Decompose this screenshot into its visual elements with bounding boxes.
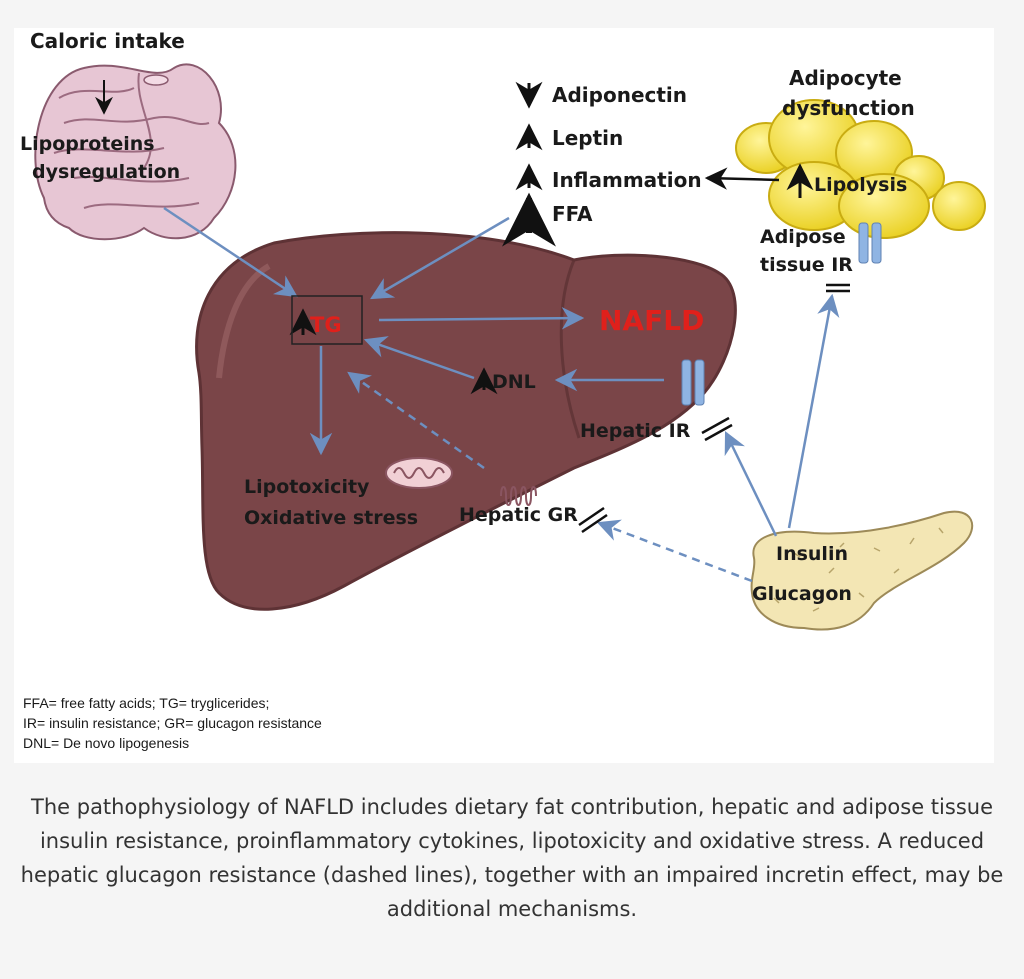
resistance-mark-adipose-ir: [826, 283, 850, 293]
label-hepatic-gr: Hepatic GR: [459, 504, 578, 526]
tg-box: [291, 295, 363, 345]
liver-illustration: [195, 231, 737, 611]
nafld-diagram: Caloric intake Lipoproteins dysregulatio…: [20, 29, 986, 751]
resistance-mark-hepatic-ir: [701, 416, 733, 442]
label-oxidative-stress: Oxidative stress: [244, 507, 418, 529]
label-adipocyte-line1: Adipocyte: [789, 66, 902, 90]
label-ffa: FFA: [552, 202, 593, 226]
label-nafld: NAFLD: [599, 304, 704, 337]
mitochondrion-icon: [385, 457, 453, 489]
legend-line-1: FFA= free fatty acids; TG= tryglicerides…: [23, 695, 269, 711]
figure-caption: The pathophysiology of NAFLD includes di…: [20, 795, 1004, 921]
change-indicators: [289, 81, 814, 395]
arrow-ffa-to-tg: [370, 216, 510, 300]
glucagon-receptor-icon: [500, 486, 537, 506]
dashed-arrow-glucagon-to-gr: [596, 519, 753, 583]
intestine-illustration: [34, 63, 237, 241]
receptor-icon: [681, 359, 705, 406]
arrow-tg-to-nafld: [378, 306, 585, 330]
pancreas-illustration: [750, 510, 974, 631]
solid-arrows: [95, 80, 840, 537]
label-insulin: Insulin: [776, 543, 848, 565]
arrow-lipoproteins-to-tg: [163, 206, 298, 298]
arrow-pancreas-to-adipose-ir: [787, 293, 840, 529]
resistance-mark-hepatic-gr: [578, 506, 608, 534]
legend-line-2: IR= insulin resistance; GR= glucagon res…: [23, 715, 322, 731]
label-inflammation: Inflammation: [552, 168, 702, 192]
label-adipose-ir-line2: tissue IR: [760, 254, 853, 276]
resistance-marks: [578, 283, 850, 534]
legend-line-3: DNL= De novo lipogenesis: [23, 735, 189, 751]
arrow-lipolysis-to-inflammation: [704, 167, 780, 190]
label-lipolysis: Lipolysis: [814, 174, 907, 196]
label-adiponectin: Adiponectin: [552, 83, 687, 107]
label-lipoproteins-line2: dysregulation: [32, 161, 180, 183]
arrow-dnl-to-tg: [363, 336, 475, 380]
arrow-pancreas-to-hepatic-ir: [724, 430, 778, 537]
label-caloric-intake: Caloric intake: [30, 29, 185, 53]
label-lipoproteins-line1: Lipoproteins: [20, 133, 155, 155]
label-adipose-ir-line1: Adipose: [760, 226, 846, 248]
adipocytes-illustration: [735, 99, 986, 239]
label-glucagon: Glucagon: [752, 583, 852, 605]
label-dnl: DNL: [492, 371, 536, 393]
label-tg: TG: [310, 313, 342, 337]
figure-panel: Caloric intake Lipoproteins dysregulatio…: [14, 28, 994, 763]
label-hepatic-ir: Hepatic IR: [580, 420, 691, 442]
adipose-receptor-icon: [858, 222, 882, 264]
legend: FFA= free fatty acids; TG= tryglicerides…: [23, 695, 322, 751]
label-adipocyte-line2: dysfunction: [782, 96, 915, 120]
label-lipotoxicity: Lipotoxicity: [244, 476, 370, 498]
label-leptin: Leptin: [552, 126, 623, 150]
